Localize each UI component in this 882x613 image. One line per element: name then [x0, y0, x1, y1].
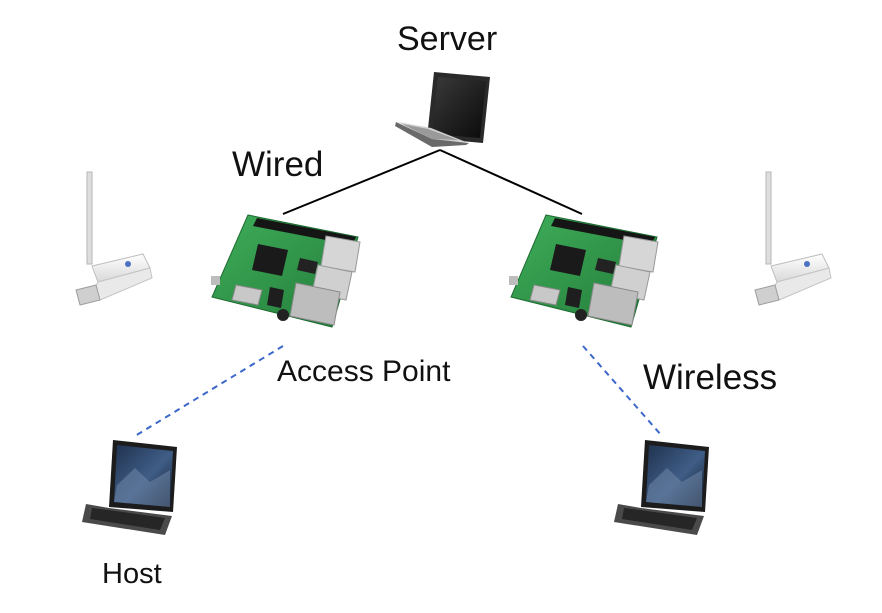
wireless-link-ap-host — [134, 345, 284, 437]
wired-link-server-ap — [282, 149, 441, 215]
access-point-board-icon — [211, 214, 361, 328]
wireless-label: Wireless — [643, 358, 778, 397]
host-label: Host — [102, 558, 162, 590]
wired-link-server-wireless — [439, 149, 583, 215]
access-point-adapter-icon — [75, 171, 153, 306]
wireless-link-wireless-client — [582, 345, 663, 437]
wireless-board-icon — [509, 214, 659, 328]
server-laptop-icon — [395, 72, 490, 147]
host-laptop-icon — [82, 440, 177, 535]
server-label: Server — [397, 20, 498, 58]
access-point-label: Access Point — [277, 355, 451, 388]
client-laptop-icon — [614, 440, 709, 535]
wired-label: Wired — [232, 145, 324, 184]
wireless-adapter-icon — [754, 171, 832, 306]
